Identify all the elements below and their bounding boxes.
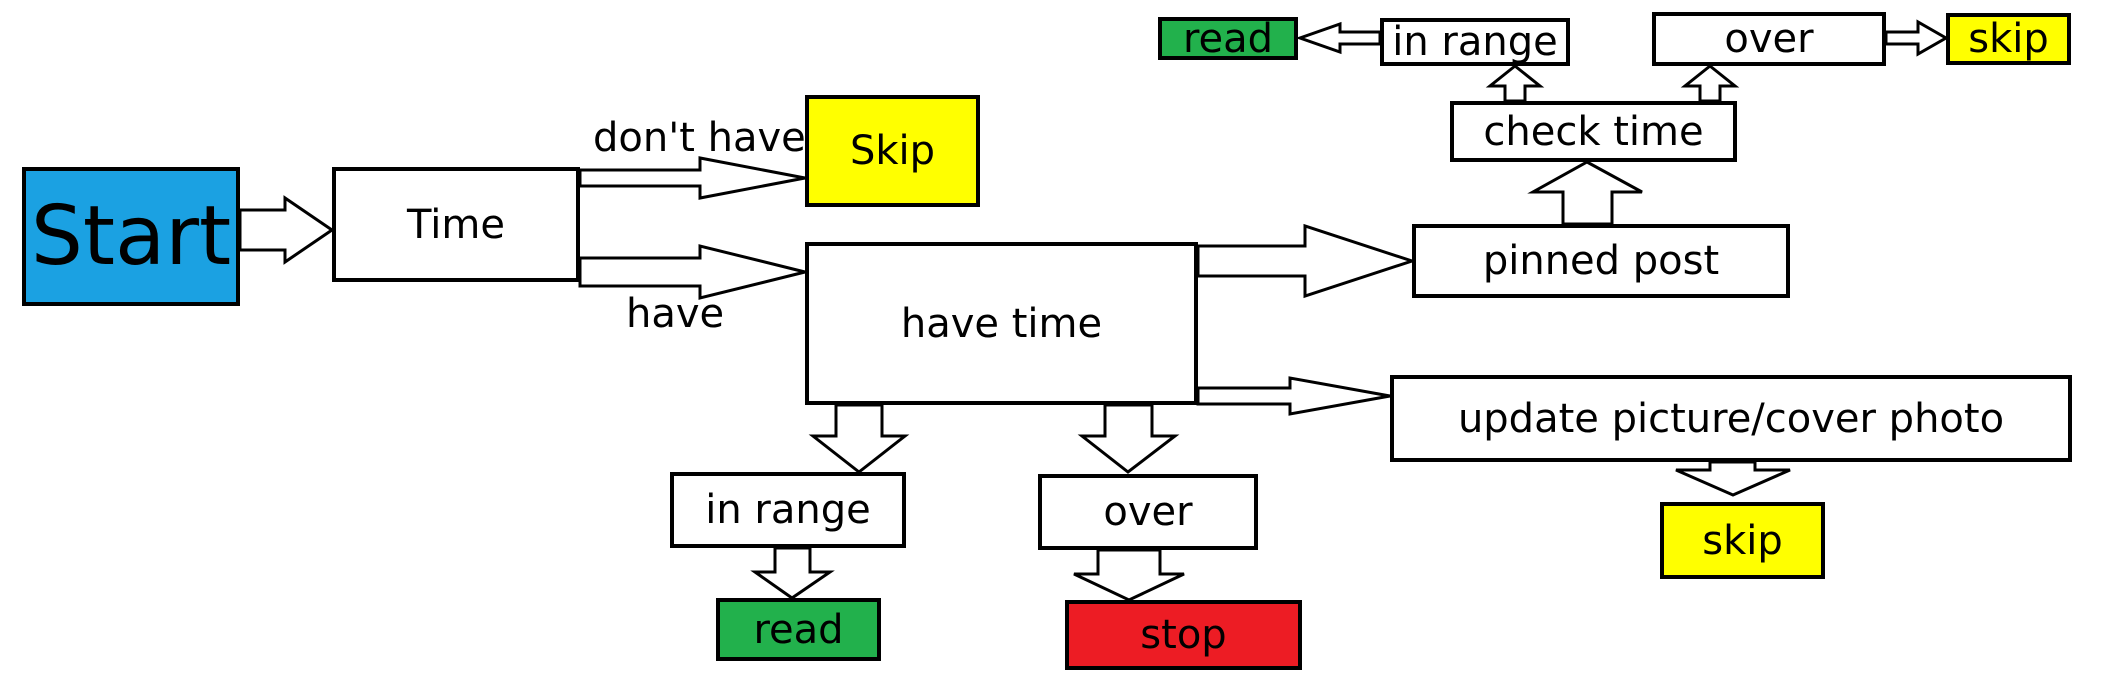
check-time-label: check time [1483,108,1704,155]
arrow-in-range-to-read [750,546,835,600]
check-time-node: check time [1450,101,1737,162]
edge-label-dont-have: don't have [593,115,806,161]
over-label: over [1103,489,1193,535]
pinned-post-label: pinned post [1482,238,1720,284]
time-label: Time [407,201,505,248]
time-node: Time [332,167,580,282]
stop-label: stop [1140,612,1227,658]
arrow-over-to-stop [1073,548,1185,602]
arrow-have-time-to-over [1077,403,1180,474]
skip-update-label: skip [1702,517,1783,564]
arrow-time-to-have-time [578,244,806,300]
over-node: over [1038,474,1258,550]
over-top-label: over [1724,16,1814,62]
stop-node: stop [1065,600,1302,670]
skip-top-label: skip [1968,16,2049,62]
read-node: read [716,598,881,661]
arrow-start-to-time [238,195,335,265]
read-top-label: read [1182,15,1274,62]
skip-node: Skip [805,95,980,207]
in-range-node: in range [670,472,906,548]
arrow-time-to-skip [578,156,806,200]
start-node: Start [22,167,240,306]
skip-label: Skip [849,128,936,174]
start-label: Start [30,188,232,284]
read-label: read [753,606,844,653]
skip-update-node: skip [1660,502,1825,579]
skip-top-node: skip [1946,13,2071,65]
in-range-top-node: in range [1380,18,1570,66]
arrow-pinned-post-to-check-time [1527,160,1643,226]
over-top-node: over [1652,12,1886,66]
arrow-have-time-to-pinned-post [1196,223,1417,299]
arrow-check-time-to-over-top [1680,64,1740,103]
arrow-have-time-to-in-range [808,403,910,474]
update-photo-label: update picture/cover photo [1457,395,2005,442]
pinned-post-node: pinned post [1412,224,1790,298]
have-time-label: have time [900,300,1103,347]
arrow-check-time-to-in-range-top [1485,64,1545,103]
have-time-node: have time [805,242,1198,405]
arrow-update-photo-to-skip [1675,460,1791,497]
edge-label-have: have [626,291,725,337]
arrow-have-time-to-update-photo [1196,376,1391,416]
arrow-in-range-top-to-read-top [1295,21,1382,55]
in-range-top-label: in range [1392,19,1558,65]
arrow-over-top-to-skip-top [1884,19,1950,57]
in-range-label: in range [705,487,871,533]
update-photo-node: update picture/cover photo [1390,375,2072,462]
read-top-node: read [1158,17,1298,60]
